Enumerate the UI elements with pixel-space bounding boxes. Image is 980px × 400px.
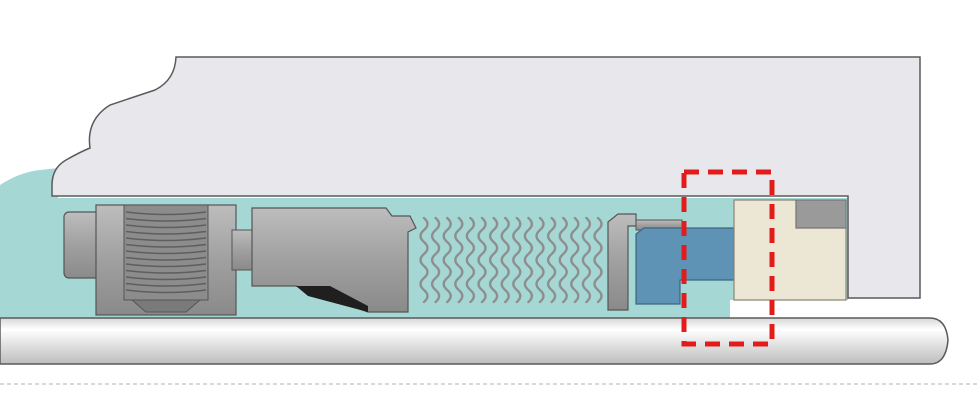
thread-line	[125, 211, 207, 216]
rotating-seal-face	[635, 227, 735, 305]
spring-coil	[430, 216, 441, 304]
shaft	[0, 317, 949, 365]
spring-retainer	[251, 207, 417, 313]
spring-coil	[442, 216, 452, 304]
thread-line	[125, 282, 207, 287]
spring-coil	[558, 216, 568, 304]
seal-housing	[51, 56, 921, 299]
thread-line	[125, 250, 207, 255]
spring-coil	[454, 216, 464, 304]
thread-line	[125, 269, 207, 274]
spring-coil	[523, 216, 534, 304]
spring-coil	[593, 216, 603, 304]
elastomer-wedge	[296, 286, 368, 312]
thread-line	[125, 237, 207, 242]
spring-coil	[500, 216, 510, 304]
spring-pack	[419, 216, 603, 304]
spring-coil	[465, 216, 476, 304]
seat-insert	[795, 199, 847, 229]
thread-line	[125, 289, 207, 294]
thread-line	[125, 243, 207, 248]
set-screw-threads	[125, 211, 207, 294]
spring-coil	[581, 216, 592, 304]
spring-coil	[488, 216, 499, 304]
spring-coil	[419, 216, 429, 304]
thread-line	[125, 230, 207, 235]
spring-coil	[477, 216, 487, 304]
spring-coil	[570, 216, 580, 304]
spring-coil	[535, 216, 545, 304]
spring-coil	[546, 216, 557, 304]
thread-line	[125, 217, 207, 222]
collar-left-lip	[63, 211, 101, 279]
thread-line	[125, 224, 207, 229]
thread-line	[125, 256, 207, 261]
thread-line	[125, 276, 207, 281]
highlight-box	[681, 169, 775, 347]
drive-collar	[63, 204, 255, 316]
shaft-body	[0, 317, 949, 365]
spring-coil	[512, 216, 522, 304]
thread-line	[125, 263, 207, 268]
set-screw-tip	[130, 299, 202, 313]
pusher-plate	[607, 213, 637, 311]
retainer-body	[251, 207, 417, 313]
collar-neck	[231, 229, 255, 271]
